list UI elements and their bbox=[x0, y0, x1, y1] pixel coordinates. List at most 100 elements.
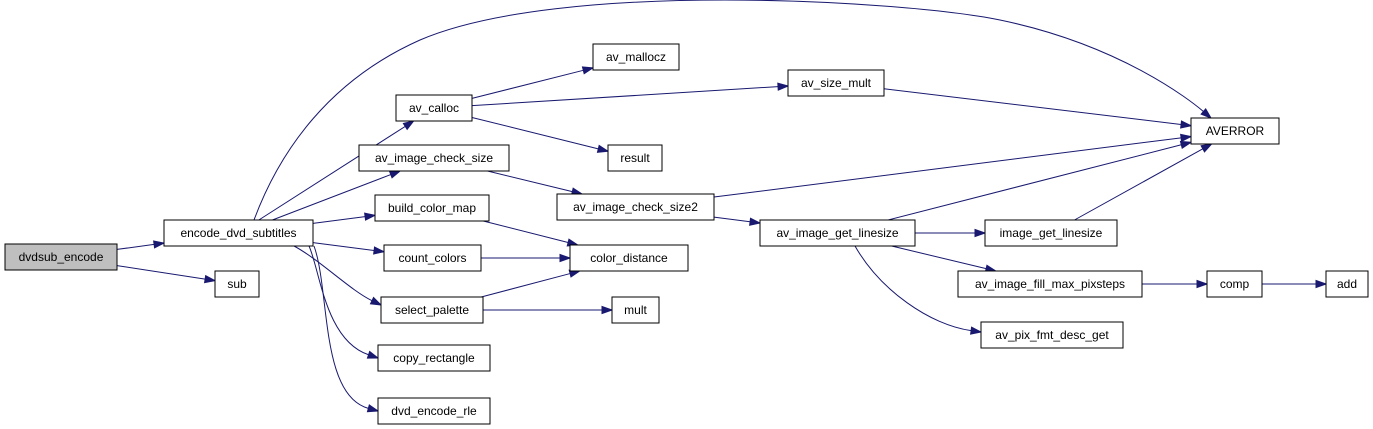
node-box bbox=[214, 270, 260, 298]
arrowhead-icon bbox=[1180, 133, 1193, 143]
node-box bbox=[380, 296, 484, 324]
node-mult[interactable]: mult bbox=[611, 296, 660, 324]
node-box bbox=[980, 321, 1124, 349]
arrowhead-icon bbox=[1180, 120, 1193, 129]
arrowhead-icon bbox=[369, 296, 383, 306]
node-label: sub bbox=[227, 277, 247, 291]
edge-dvdsub_encode-to-sub bbox=[116, 265, 217, 284]
edge-av_image_fill_max_pixsteps-to-comp bbox=[1142, 279, 1209, 289]
arrowhead-icon bbox=[777, 82, 790, 91]
node-AVERROR[interactable]: AVERROR bbox=[1190, 117, 1280, 145]
edge-line bbox=[891, 245, 987, 270]
node-av-calloc[interactable]: av_calloc bbox=[395, 94, 473, 122]
node-box bbox=[4, 243, 118, 271]
node-sub[interactable]: sub bbox=[214, 270, 260, 298]
edge-encode_dvd_subtitles-to-dvd_encode_rle bbox=[313, 245, 380, 413]
edge-line bbox=[713, 216, 751, 223]
node-label: copy_rectangle bbox=[393, 351, 475, 365]
node-result[interactable]: result bbox=[607, 144, 663, 172]
arrowhead-icon bbox=[596, 144, 610, 153]
edge-line bbox=[293, 245, 373, 302]
edge-line bbox=[116, 265, 206, 280]
node-av-image-get-linesize[interactable]: av_image_get_linesize bbox=[759, 219, 916, 247]
edge-line bbox=[116, 243, 155, 250]
node-av-image-fill-max-pixsteps[interactable]: av_image_fill_max_pixsteps bbox=[957, 270, 1143, 298]
edge-encode_dvd_subtitles-to-select_palette bbox=[293, 245, 383, 306]
node-box bbox=[1190, 117, 1280, 145]
node-label: image_get_linesize bbox=[1000, 226, 1103, 240]
edge-line bbox=[312, 242, 375, 251]
node-dvdsub-encode[interactable]: dvdsub_encode bbox=[4, 243, 118, 271]
node-label: encode_dvd_subtitles bbox=[180, 226, 296, 240]
edge-av_image_check_size2-to-AVERROR bbox=[713, 133, 1193, 198]
node-label: select_palette bbox=[395, 303, 469, 317]
edge-line bbox=[481, 273, 571, 298]
node-color-distance[interactable]: color_distance bbox=[569, 244, 689, 272]
node-av-size-mult[interactable]: av_size_mult bbox=[787, 69, 885, 97]
node-av-image-check-size2[interactable]: av_image_check_size2 bbox=[556, 193, 715, 221]
edge-line bbox=[471, 86, 779, 107]
node-image-get-linesize[interactable]: image_get_linesize bbox=[984, 219, 1118, 247]
node-label: av_image_check_size bbox=[375, 151, 493, 165]
node-dvd-encode-rle[interactable]: dvd_encode_rle bbox=[377, 397, 491, 425]
node-box bbox=[163, 219, 314, 247]
node-box bbox=[358, 144, 510, 172]
edge-av_image_get_linesize-to-av_image_fill_max_pixsteps bbox=[891, 245, 998, 273]
arrowhead-icon bbox=[1315, 279, 1328, 289]
edge-encode_dvd_subtitles-to-count_colors bbox=[312, 242, 386, 255]
arrowhead-icon bbox=[373, 246, 386, 255]
node-box bbox=[1325, 270, 1369, 298]
node-box bbox=[374, 194, 490, 222]
arrowhead-icon bbox=[1200, 107, 1213, 119]
arrowhead-icon bbox=[974, 228, 987, 238]
node-box bbox=[611, 296, 660, 324]
node-box bbox=[377, 397, 491, 425]
edge-line bbox=[483, 220, 569, 244]
node-select-palette[interactable]: select_palette bbox=[380, 296, 484, 324]
node-av-mallocz[interactable]: av_mallocz bbox=[592, 43, 680, 71]
node-label: dvdsub_encode bbox=[19, 250, 104, 264]
node-av-pix-fmt-desc-get[interactable]: av_pix_fmt_desc_get bbox=[980, 321, 1124, 349]
arrowhead-icon bbox=[970, 326, 983, 335]
edge-av_size_mult-to-AVERROR bbox=[883, 88, 1193, 129]
node-label: av_image_check_size2 bbox=[573, 200, 698, 214]
node-box bbox=[395, 94, 473, 122]
node-comp[interactable]: comp bbox=[1206, 270, 1263, 298]
arrowhead-icon bbox=[203, 274, 217, 284]
edge-comp-to-add bbox=[1262, 279, 1328, 289]
edge-count_colors-to-color_distance bbox=[481, 253, 572, 263]
node-box bbox=[377, 344, 491, 372]
edge-line bbox=[313, 245, 369, 409]
node-label: add bbox=[1337, 277, 1357, 291]
node-count-colors[interactable]: count_colors bbox=[383, 244, 482, 272]
node-copy-rectangle[interactable]: copy_rectangle bbox=[377, 344, 491, 372]
edge-line bbox=[253, 0, 1204, 221]
edge-dvdsub_encode-to-encode_dvd_subtitles bbox=[116, 240, 166, 250]
node-label: count_colors bbox=[398, 251, 466, 265]
node-label: color_distance bbox=[590, 251, 668, 265]
arrowhead-icon bbox=[366, 350, 380, 359]
node-label: result bbox=[620, 151, 650, 165]
edge-line bbox=[312, 216, 366, 224]
node-box bbox=[592, 43, 680, 71]
edge-av_calloc-to-result bbox=[471, 116, 610, 153]
node-add[interactable]: add bbox=[1325, 270, 1369, 298]
node-av-image-check-size[interactable]: av_image_check_size bbox=[358, 144, 510, 172]
edge-line bbox=[258, 125, 406, 221]
node-box bbox=[607, 144, 663, 172]
edge-line bbox=[471, 69, 584, 99]
edge-av_image_get_linesize-to-AVERROR bbox=[888, 140, 1193, 221]
node-build-color-map[interactable]: build_color_map bbox=[374, 194, 490, 222]
node-box bbox=[569, 244, 689, 272]
node-encode-dvd-subtitles[interactable]: encode_dvd_subtitles bbox=[163, 219, 314, 247]
arrowhead-icon bbox=[1179, 140, 1193, 149]
edge-av_image_check_size-to-av_image_check_size2 bbox=[487, 170, 584, 196]
arrowhead-icon bbox=[153, 240, 166, 249]
arrowhead-icon bbox=[366, 404, 380, 413]
arrowhead-icon bbox=[388, 170, 402, 179]
node-label: av_mallocz bbox=[606, 50, 666, 64]
node-label: AVERROR bbox=[1206, 124, 1265, 138]
edge-line bbox=[471, 116, 599, 150]
edge-line bbox=[308, 245, 369, 356]
